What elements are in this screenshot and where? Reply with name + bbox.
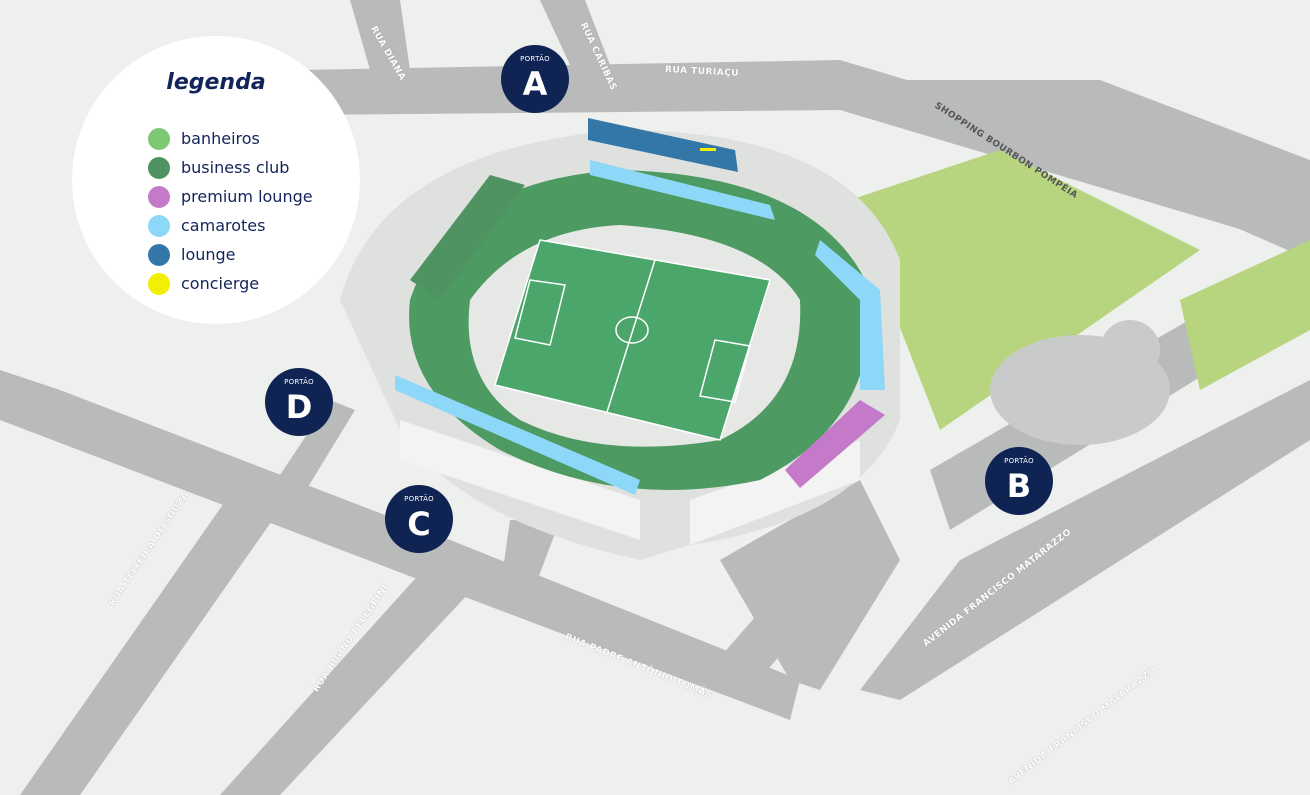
camarotes-area [590,160,775,220]
legend-list: banheiros business club premium lounge cama… [148,124,313,298]
park-area [850,150,1200,430]
gate-label: PORTÃO [404,495,434,503]
legend-item: camarotes [148,211,313,240]
concierge-area [700,148,716,151]
gate-a[interactable]: PORTÃO A [501,45,569,113]
legend-item-label: premium lounge [181,186,313,206]
legend-item: banheiros [148,124,313,153]
camarotes-area [395,375,640,495]
gate-d[interactable]: PORTÃO D [265,368,333,436]
legend-item: business club [148,153,313,182]
legend-title: legenda [166,70,266,95]
building [1100,320,1160,380]
gate-letter: B [1006,467,1032,505]
legend-swatch-icon [148,127,170,150]
legend-item-label: banheiros [181,128,260,148]
business-club-area [410,175,525,300]
legend-swatch-icon [148,243,170,266]
legend-swatch-icon [148,185,170,208]
legend-item-label: camarotes [181,215,266,235]
legend-item: concierge [148,269,313,298]
camarotes-area [815,240,885,390]
gate-c[interactable]: PORTÃO C [385,485,453,553]
legend-item: premium lounge [148,182,313,211]
legend-swatch-icon [148,272,170,295]
lounge-area [588,118,738,172]
gate-letter: C [407,505,431,543]
gate-b[interactable]: PORTÃO B [985,447,1053,515]
gate-letter: A [522,65,548,103]
gate-label: PORTÃO [284,378,314,386]
gate-letter: D [285,388,313,426]
legend-swatch-icon [148,214,170,237]
legend-item-label: lounge [181,244,236,264]
stadium [340,118,900,560]
premium-lounge-area [785,400,885,488]
gate-label: PORTÃO [1004,457,1034,465]
legend-item: lounge [148,240,313,269]
park-area [1180,240,1310,390]
legend-item-label: concierge [181,273,260,293]
legend-swatch-icon [148,156,170,179]
legend-item-label: business club [181,157,290,177]
gate-label: PORTÃO [520,55,550,63]
map-legend: legenda banheiros business club premium lo… [72,36,360,324]
